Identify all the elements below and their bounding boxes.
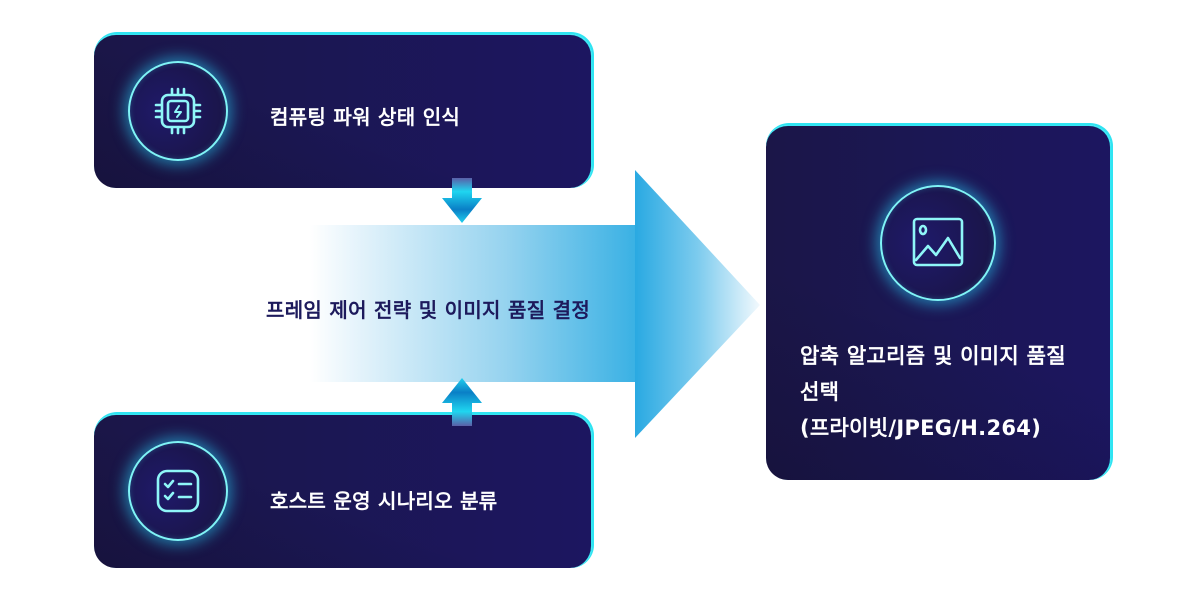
arrow-up-icon <box>442 378 482 426</box>
process-label: 프레임 제어 전략 및 이미지 품질 결정 <box>266 298 591 322</box>
icon-badge <box>880 185 996 301</box>
input-label: 호스트 운영 시나리오 분류 <box>270 489 498 513</box>
arrow-band <box>310 225 636 382</box>
main-flow-arrow <box>310 170 760 438</box>
output-line: (프라이빗/JPEG/H.264) <box>800 416 1042 440</box>
image-icon <box>912 217 964 267</box>
input-label: 컴퓨팅 파워 상태 인식 <box>270 105 461 129</box>
input-card-host-scenario: 호스트 운영 시나리오 분류 <box>94 414 592 568</box>
icon-badge <box>128 61 228 161</box>
output-line: 압축 알고리즘 및 이미지 품질 <box>800 344 1066 368</box>
arrow-down-icon <box>442 178 482 223</box>
icon-badge <box>128 441 228 541</box>
cpu-chip-icon <box>154 87 202 135</box>
output-label: 압축 알고리즘 및 이미지 품질 선택 (프라이빗/JPEG/H.264) <box>800 338 1100 446</box>
output-card-compression: 압축 알고리즘 및 이미지 품질 선택 (프라이빗/JPEG/H.264) <box>766 125 1111 480</box>
input-card-computing-power: 컴퓨팅 파워 상태 인식 <box>94 34 592 188</box>
output-line: 선택 <box>800 380 840 404</box>
arrow-head <box>635 170 760 438</box>
checklist-icon <box>156 469 200 513</box>
